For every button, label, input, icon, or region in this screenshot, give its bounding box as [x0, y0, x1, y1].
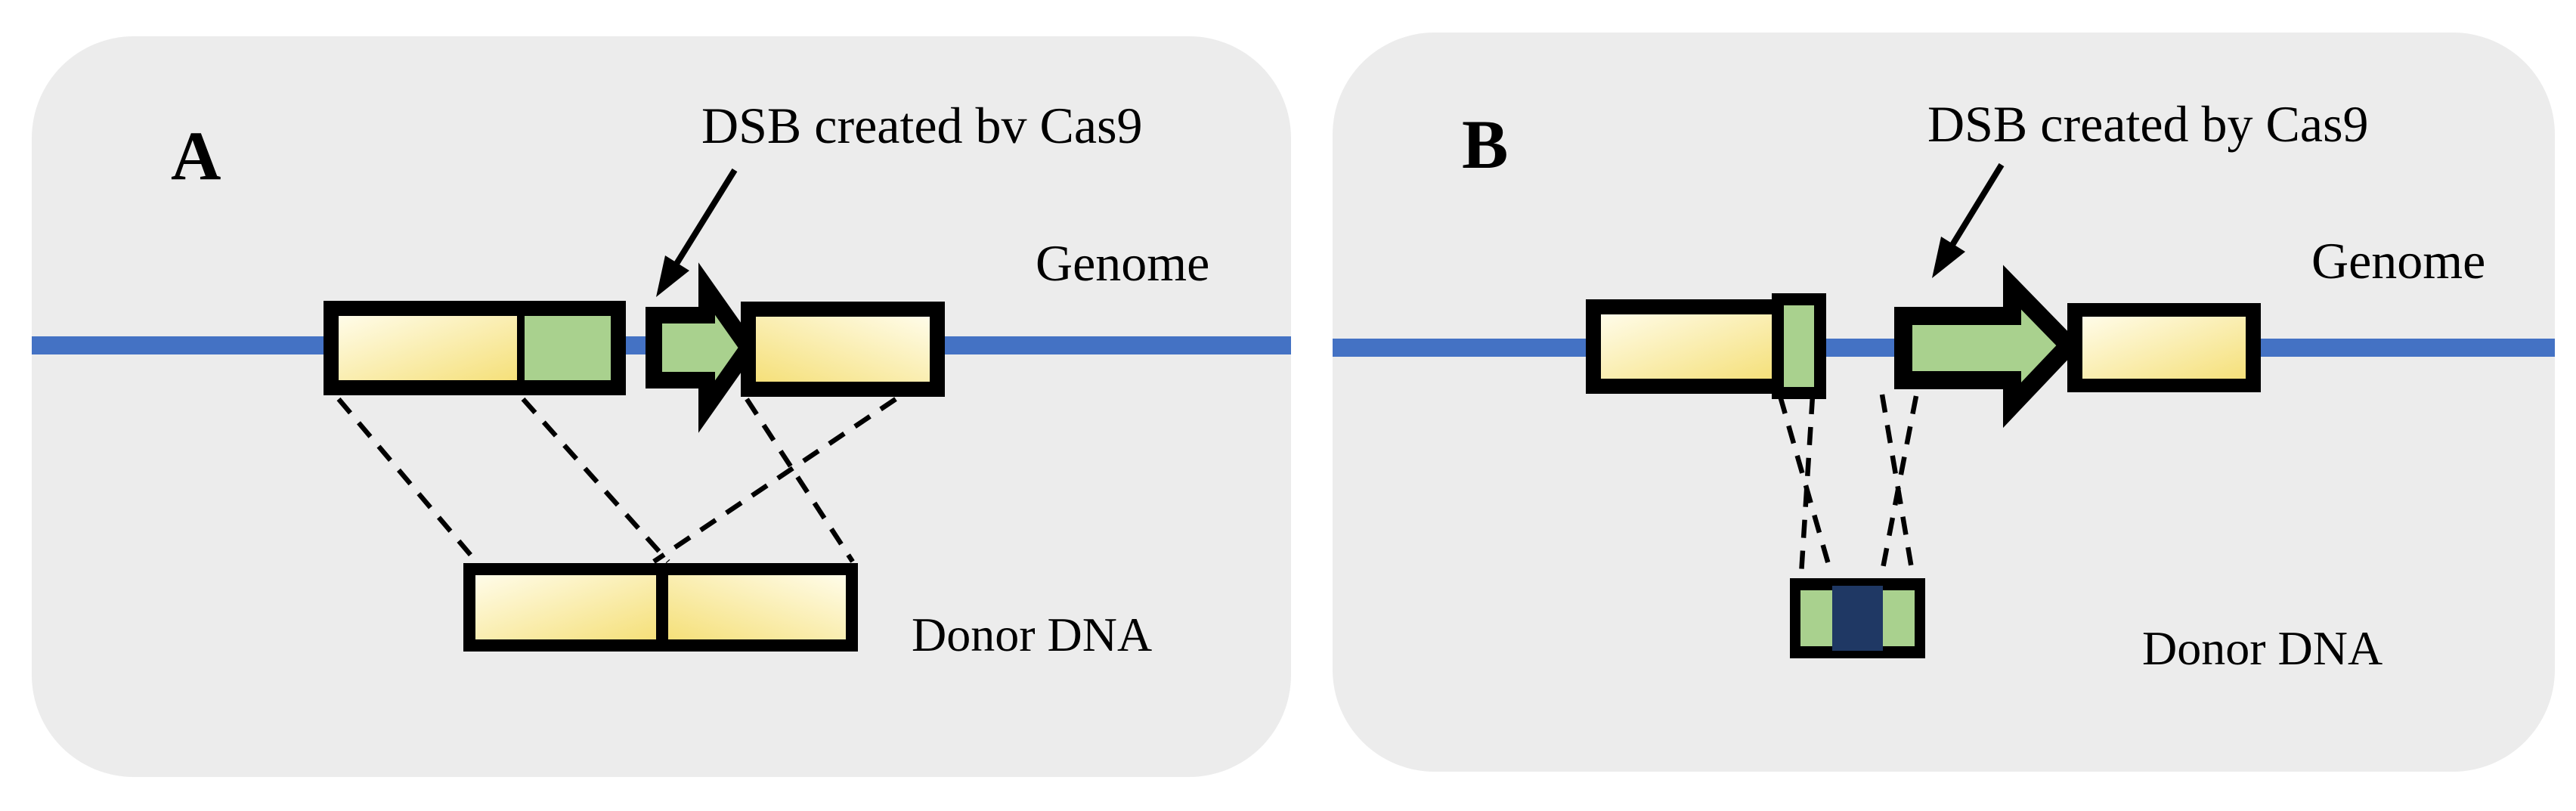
dsb-annotation-b: DSB created by Cas9 [1927, 95, 2369, 153]
panel-a-label: A [171, 117, 221, 194]
dsb-pointer-arrow [656, 168, 738, 297]
dsb-annotation-a: DSB created bv Cas9 [701, 97, 1143, 154]
donor-right-arm [668, 575, 846, 639]
dashed-alignment-line [521, 397, 670, 564]
dsb-pointer-shaft [1949, 163, 2005, 247]
gene-yellow-segment [756, 317, 930, 382]
genome-label-a: Genome [1036, 234, 1210, 292]
homology-green-segment [1784, 305, 1814, 387]
donor-dna-box [1790, 578, 1925, 658]
dashed-alignment-line [336, 397, 478, 564]
gene-yellow-segment [2082, 317, 2246, 379]
gene-yellow-segment [1601, 314, 1775, 379]
genome-downstream-construct [741, 302, 945, 397]
dsb-pointer-head [656, 255, 689, 297]
donor-dna-box [463, 563, 858, 652]
homology-green-segment [525, 316, 611, 380]
donor-dna-label-a: Donor DNA [912, 608, 1153, 661]
dsb-pointer-arrow [1932, 163, 2005, 278]
donor-dna-label-b: Donor DNA [2142, 621, 2383, 675]
panel-a-background [32, 36, 1291, 777]
dsb-pointer-head [1932, 237, 1965, 278]
donor-left-homology [1800, 590, 1832, 646]
donor-right-homology [1883, 590, 1915, 646]
donor-cargo-insert [1832, 586, 1883, 651]
dashed-alignment-line [652, 397, 897, 564]
gene-yellow-segment [339, 316, 517, 380]
genome-label-b: Genome [2311, 232, 2486, 289]
dsb-pointer-shaft [673, 168, 738, 266]
genome-upstream-construct [324, 301, 626, 395]
panel-b-background [1333, 33, 2555, 772]
homology-alignment-dashes [336, 397, 897, 564]
gene-block-arrow [1894, 265, 2082, 429]
gene-block-arrow [646, 262, 759, 433]
donor-left-arm [475, 575, 656, 639]
genome-upstream-construct [1586, 293, 1826, 399]
genome-downstream-construct [2067, 303, 2261, 392]
panel-b-label: B [1462, 106, 1509, 183]
dashed-alignment-line [745, 398, 855, 563]
